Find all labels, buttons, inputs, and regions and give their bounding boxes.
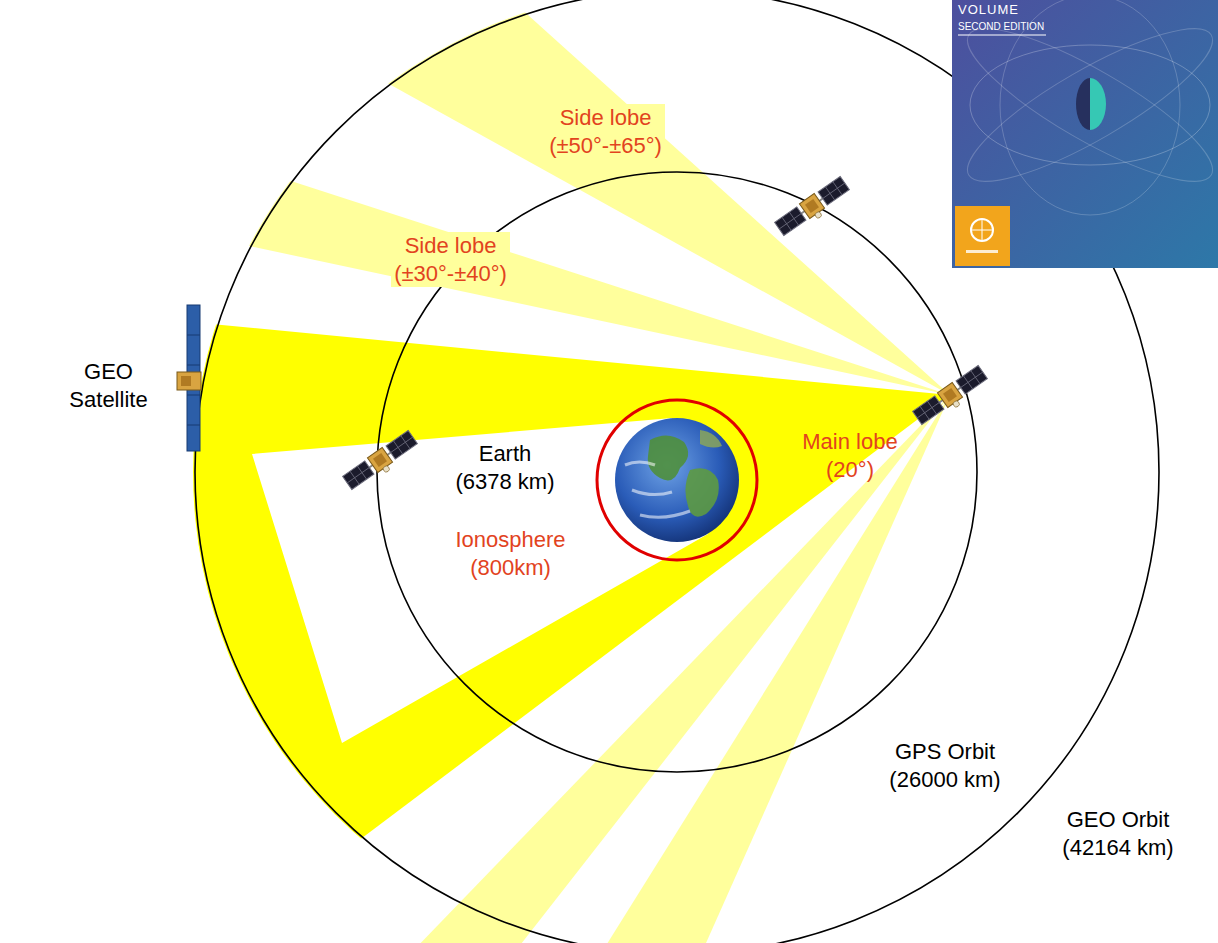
graphic-detail (970, 45, 1210, 165)
graphic-detail (181, 376, 191, 386)
ionosphere-label: Ionosphere (800km) (452, 526, 569, 581)
main-lobe (0, 290, 950, 943)
graphic-detail (177, 372, 201, 390)
graphic-detail (1076, 78, 1090, 130)
graphic-detail (700, 430, 722, 448)
cover-title: VOLUME (958, 2, 1019, 18)
graphic-detail (951, 5, 1218, 206)
lobe-label: Main lobe (20°) (799, 428, 901, 483)
graphic-detail (955, 206, 1010, 266)
book-cover (951, 0, 1218, 268)
gps-satellite (342, 430, 421, 495)
graphic-detail (982, 219, 983, 241)
graphic-detail (187, 425, 200, 426)
graphic-detail (615, 418, 739, 542)
antenna-lobes-lower (186, 395, 950, 943)
gps-satellite (912, 365, 991, 430)
graphic-detail (966, 250, 998, 253)
side-lobe (186, 395, 950, 943)
side-lobe (0, 0, 950, 395)
earth-label: Earth (6378 km) (452, 440, 558, 495)
graphic-detail (625, 462, 690, 517)
graphic-detail (187, 395, 200, 396)
graphic-detail (648, 435, 688, 480)
graphic-detail (952, 0, 1218, 268)
graphic-detail (1090, 78, 1106, 130)
geo-satellite (177, 305, 201, 451)
antenna-lobes (0, 0, 950, 943)
graphic-detail (685, 468, 718, 516)
gps-satellite (774, 176, 853, 241)
graphic-detail (951, 5, 1218, 206)
graphic-detail (958, 35, 1046, 36)
gps-orbit (377, 172, 977, 772)
lobe-label: Side lobe (±30°-±40°) (391, 232, 510, 287)
side-lobe (367, 395, 950, 943)
graphic-detail (187, 365, 200, 366)
satellite-label: GEO Satellite (66, 358, 151, 413)
graphic-detail (1000, 0, 1180, 215)
ionosphere-ring (597, 400, 757, 560)
earth-globe (615, 418, 739, 542)
graphic-detail (971, 219, 993, 241)
graphic-detail (187, 335, 200, 336)
orbit-label: GEO Orbit (42164 km) (1059, 806, 1177, 861)
lobe-label: Side lobe (±50°-±65°) (546, 104, 665, 159)
cover-edition: SECOND EDITION (958, 21, 1044, 34)
orbit-label: GPS Orbit (26000 km) (886, 738, 1004, 793)
